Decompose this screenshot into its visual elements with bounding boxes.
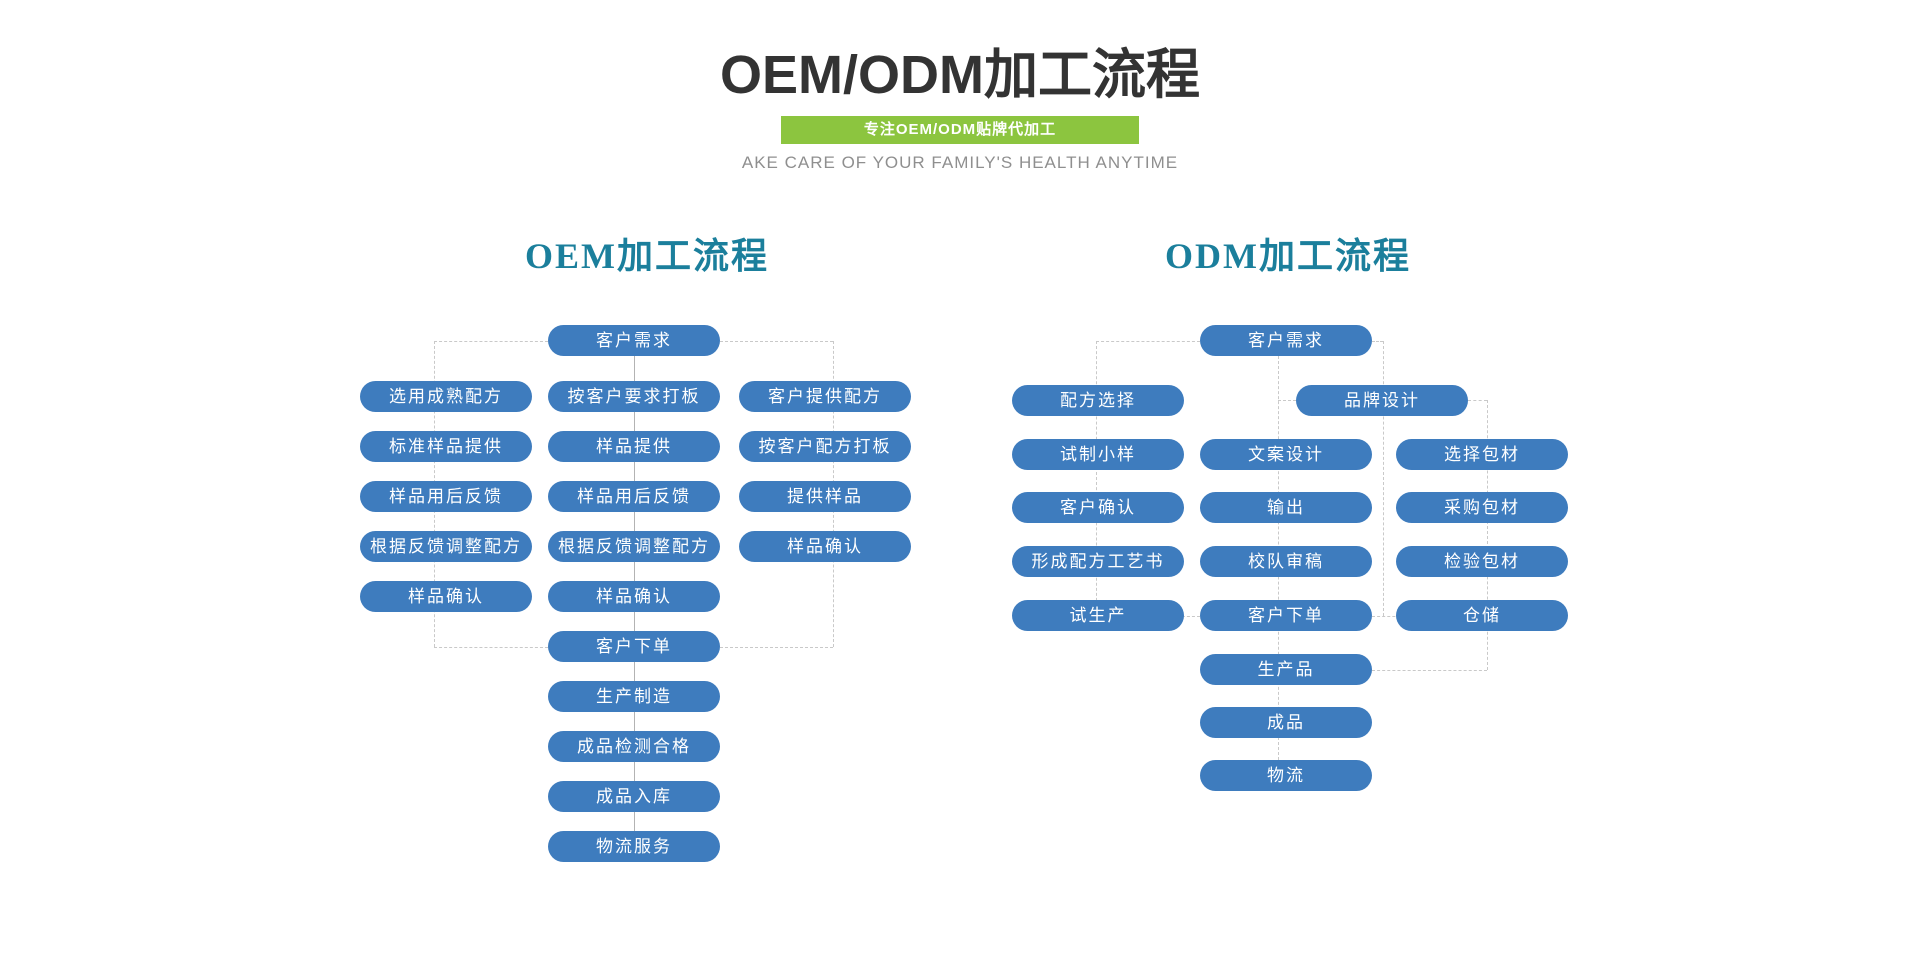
flow-node-odm-r8-C: 物流 bbox=[1200, 760, 1372, 791]
flow-node-odm-r2-C: 文案设计 bbox=[1200, 439, 1372, 470]
subtitle: AKE CARE OF YOUR FAMILY'S HEALTH ANYTIME bbox=[741, 153, 1179, 172]
flow-node-oem-r2-R: 按客户配方打板 bbox=[739, 431, 911, 462]
flow-node-oem-r3-C: 样品用后反馈 bbox=[548, 481, 720, 512]
oem-section-heading: OEM加工流程 bbox=[525, 236, 769, 276]
flow-node-odm-r3-C: 输出 bbox=[1200, 492, 1372, 523]
flow-node-oem-r4-C: 根据反馈调整配方 bbox=[548, 531, 720, 562]
flow-node-odm-r0-C: 客户需求 bbox=[1200, 325, 1372, 356]
flow-node-oem-r2-L: 标准样品提供 bbox=[360, 431, 532, 462]
flow-node-odm-r6-C: 生产品 bbox=[1200, 654, 1372, 685]
flow-node-odm-r7-C: 成品 bbox=[1200, 707, 1372, 738]
flow-node-oem-r8-C: 成品检测合格 bbox=[548, 731, 720, 762]
flow-node-odm-r5-C: 客户下单 bbox=[1200, 600, 1372, 631]
connector-line bbox=[1278, 356, 1279, 760]
flow-node-oem-r10-C: 物流服务 bbox=[548, 831, 720, 862]
flow-node-odm-r5-L: 试生产 bbox=[1012, 600, 1184, 631]
connector-line bbox=[720, 647, 833, 648]
flow-node-oem-r3-R: 提供样品 bbox=[739, 481, 911, 512]
flow-node-odm-r2-L: 试制小样 bbox=[1012, 439, 1184, 470]
flow-node-oem-r1-C: 按客户要求打板 bbox=[548, 381, 720, 412]
connector-line bbox=[720, 341, 833, 342]
connector-line bbox=[1372, 616, 1487, 617]
tagline-badge: 专注OEM/ODM贴牌代加工 bbox=[781, 116, 1139, 144]
connector-line bbox=[1278, 400, 1296, 401]
connector-line bbox=[1468, 400, 1487, 401]
flow-node-oem-r3-L: 样品用后反馈 bbox=[360, 481, 532, 512]
connector-line bbox=[434, 341, 548, 342]
flow-node-oem-r4-R: 样品确认 bbox=[739, 531, 911, 562]
flow-node-oem-r5-C: 样品确认 bbox=[548, 581, 720, 612]
connector-line bbox=[1096, 341, 1200, 342]
connector-line bbox=[434, 647, 548, 648]
flow-node-odm-r3-R: 采购包材 bbox=[1396, 492, 1568, 523]
flow-node-odm-r1-L: 配方选择 bbox=[1012, 385, 1184, 416]
page-title: OEM/ODM加工流程 bbox=[720, 45, 1200, 105]
connector-line bbox=[1096, 616, 1200, 617]
odm-section-heading: ODM加工流程 bbox=[1165, 236, 1411, 276]
connector-line bbox=[1383, 341, 1384, 616]
connector-line bbox=[1096, 341, 1097, 616]
flow-node-oem-r5-L: 样品确认 bbox=[360, 581, 532, 612]
flow-node-oem-r1-R: 客户提供配方 bbox=[739, 381, 911, 412]
flow-node-odm-r5-R: 仓储 bbox=[1396, 600, 1568, 631]
connector-line bbox=[1372, 341, 1383, 342]
flow-node-oem-r4-L: 根据反馈调整配方 bbox=[360, 531, 532, 562]
flow-node-odm-r4-L: 形成配方工艺书 bbox=[1012, 546, 1184, 577]
flow-node-odm-r3-L: 客户确认 bbox=[1012, 492, 1184, 523]
connector-line bbox=[434, 341, 435, 647]
connector-line bbox=[634, 356, 635, 831]
flow-node-oem-r0-C: 客户需求 bbox=[548, 325, 720, 356]
flow-node-oem-r9-C: 成品入库 bbox=[548, 781, 720, 812]
flow-node-odm-r2-R: 选择包材 bbox=[1396, 439, 1568, 470]
flow-node-oem-r6-C: 客户下单 bbox=[548, 631, 720, 662]
flow-node-odm-r4-R: 检验包材 bbox=[1396, 546, 1568, 577]
flow-node-odm-r1-P: 品牌设计 bbox=[1296, 385, 1468, 416]
connector-line bbox=[833, 341, 834, 647]
flow-node-odm-r4-C: 校队审稿 bbox=[1200, 546, 1372, 577]
flow-node-oem-r2-C: 样品提供 bbox=[548, 431, 720, 462]
flow-node-oem-r7-C: 生产制造 bbox=[548, 681, 720, 712]
flow-node-oem-r1-L: 选用成熟配方 bbox=[360, 381, 532, 412]
connector-line bbox=[1372, 670, 1487, 671]
connector-line bbox=[1487, 400, 1488, 670]
